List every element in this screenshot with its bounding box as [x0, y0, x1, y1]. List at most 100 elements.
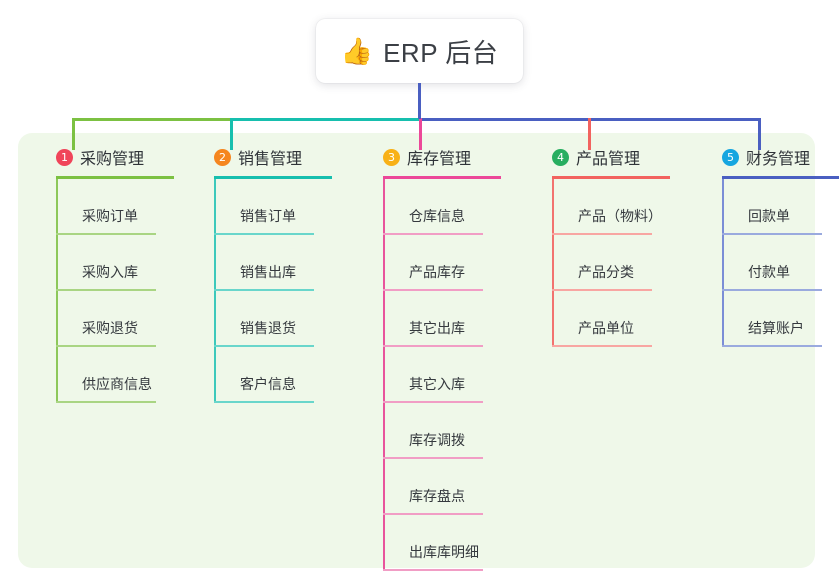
connector-drop-purchase	[72, 118, 75, 150]
node-inventory-5[interactable]: 库存调拨	[383, 403, 511, 459]
node-rule	[383, 233, 483, 235]
node-label: 采购退货	[82, 320, 138, 336]
node-rule	[214, 233, 314, 235]
node-rule	[722, 289, 822, 291]
node-rule	[56, 233, 156, 235]
node-rule	[552, 233, 652, 235]
connector-drop-inventory	[419, 118, 422, 150]
connector-drop-finance	[758, 118, 761, 150]
connector-bus-teal	[230, 118, 419, 121]
node-purchase-3[interactable]: 采购退货	[56, 291, 184, 347]
column-badge-inventory: 3	[383, 148, 400, 166]
node-rule	[56, 401, 156, 403]
column-title-purchase: 采购管理	[80, 151, 145, 168]
node-rule	[383, 513, 483, 515]
node-rule	[383, 457, 483, 459]
node-sales-1[interactable]: 销售订单	[214, 179, 342, 235]
node-label: 库存盘点	[409, 488, 465, 504]
node-rule	[56, 289, 156, 291]
node-product-1[interactable]: 产品（物料）	[552, 179, 680, 235]
node-rule	[383, 569, 483, 571]
node-rule	[383, 289, 483, 291]
node-rule	[722, 345, 822, 347]
node-inventory-7[interactable]: 出库库明细	[383, 515, 511, 571]
node-rule	[722, 233, 822, 235]
node-purchase-4[interactable]: 供应商信息	[56, 347, 184, 403]
connector-drop-product	[588, 118, 591, 150]
node-label: 产品（物料）	[578, 208, 662, 224]
column-rule-finance	[722, 176, 839, 179]
node-inventory-3[interactable]: 其它出库	[383, 291, 511, 347]
node-rule	[214, 345, 314, 347]
node-label: 其它入库	[409, 376, 465, 392]
node-label: 供应商信息	[82, 376, 152, 392]
node-finance-3[interactable]: 结算账户	[722, 291, 839, 347]
column-header-sales[interactable]: 2 销售管理	[192, 145, 342, 169]
connector-root-stem	[418, 83, 421, 119]
column-finance: 5 财务管理回款单付款单结算账户	[700, 145, 839, 347]
node-label: 销售订单	[240, 208, 296, 224]
column-purchase: 1 采购管理采购订单采购入库采购退货供应商信息	[34, 145, 184, 403]
node-finance-2[interactable]: 付款单	[722, 235, 839, 291]
column-title-sales: 销售管理	[238, 151, 303, 168]
node-rule	[552, 345, 652, 347]
node-finance-1[interactable]: 回款单	[722, 179, 839, 235]
node-label: 仓库信息	[409, 208, 465, 224]
node-product-3[interactable]: 产品单位	[552, 291, 680, 347]
column-rule-purchase	[56, 176, 174, 179]
node-rule	[383, 345, 483, 347]
connector-drop-sales	[230, 118, 233, 150]
column-product: 4 产品管理产品（物料） 产品分类产品单位	[530, 145, 680, 347]
node-label: 结算账户	[748, 320, 804, 336]
column-header-product[interactable]: 4 产品管理	[530, 145, 680, 169]
column-spine-product	[552, 179, 554, 347]
column-sales: 2 销售管理销售订单销售出库销售退货客户信息	[192, 145, 342, 403]
node-sales-2[interactable]: 销售出库	[214, 235, 342, 291]
node-purchase-1[interactable]: 采购订单	[56, 179, 184, 235]
node-rule	[214, 401, 314, 403]
node-product-2[interactable]: 产品分类	[552, 235, 680, 291]
node-label: 产品单位	[578, 320, 634, 336]
column-spine-sales	[214, 179, 216, 403]
node-rule	[383, 401, 483, 403]
column-spine-inventory	[383, 179, 385, 571]
column-title-finance: 财务管理	[746, 151, 811, 168]
thumbs-up-icon: 👍	[340, 36, 374, 66]
root-node-card[interactable]: 👍 ERP 后台	[316, 19, 523, 83]
column-children-purchase: 采购订单采购入库采购退货供应商信息	[56, 179, 184, 403]
node-label: 其它出库	[409, 320, 465, 336]
node-inventory-2[interactable]: 产品库存	[383, 235, 511, 291]
column-badge-purchase: 1	[56, 148, 73, 166]
column-badge-sales: 2	[214, 148, 231, 166]
node-label: 销售出库	[240, 264, 296, 280]
column-badge-finance: 5	[722, 148, 739, 166]
node-rule	[552, 289, 652, 291]
node-sales-4[interactable]: 客户信息	[214, 347, 342, 403]
column-rule-sales	[214, 176, 332, 179]
node-label: 回款单	[748, 208, 790, 224]
column-title-product: 产品管理	[576, 151, 641, 168]
column-children-finance: 回款单付款单结算账户	[722, 179, 839, 347]
node-label: 产品库存	[409, 264, 465, 280]
node-inventory-6[interactable]: 库存盘点	[383, 459, 511, 515]
node-purchase-2[interactable]: 采购入库	[56, 235, 184, 291]
column-children-sales: 销售订单销售出库销售退货客户信息	[214, 179, 342, 403]
column-header-purchase[interactable]: 1 采购管理	[34, 145, 184, 169]
node-rule	[214, 289, 314, 291]
column-rule-inventory	[383, 176, 501, 179]
node-sales-3[interactable]: 销售退货	[214, 291, 342, 347]
node-inventory-4[interactable]: 其它入库	[383, 347, 511, 403]
node-label: 客户信息	[240, 376, 296, 392]
column-badge-product: 4	[552, 148, 569, 166]
node-label: 采购订单	[82, 208, 138, 224]
node-label: 出库库明细	[409, 544, 479, 560]
node-inventory-1[interactable]: 仓库信息	[383, 179, 511, 235]
connector-bus-green	[72, 118, 230, 121]
column-header-finance[interactable]: 5 财务管理	[700, 145, 839, 169]
column-children-inventory: 仓库信息产品库存其它出库其它入库库存调拨库存盘点出库库明细	[383, 179, 511, 571]
node-label: 付款单	[748, 264, 790, 280]
column-spine-finance	[722, 179, 724, 347]
node-rule	[56, 345, 156, 347]
